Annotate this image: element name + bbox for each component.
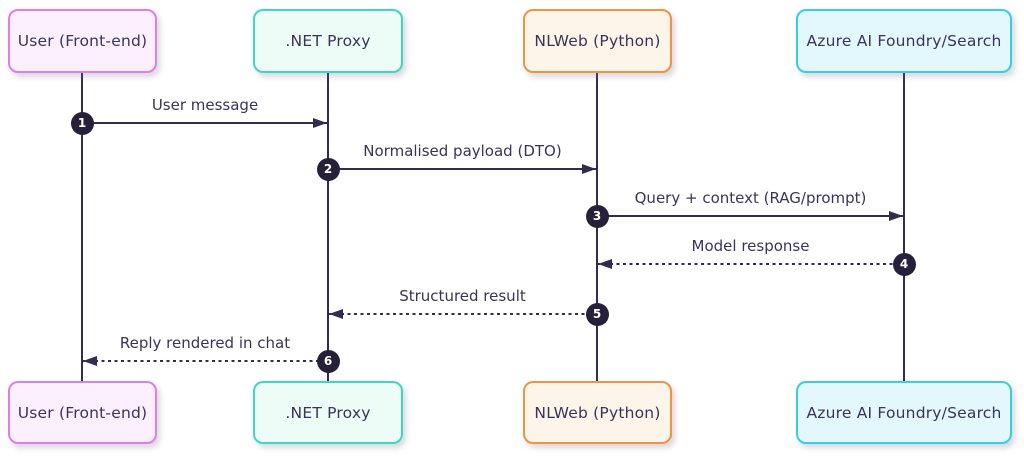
message-label-4: Model response [691,237,810,255]
actor-label: NLWeb (Python) [534,32,661,50]
actor-box-proxy-top: .NET Proxy [253,9,403,73]
actor-label: Azure AI Foundry/Search [806,403,1002,422]
message-label-5: Structured result [399,287,526,305]
actor-box-azure-top: Azure AI Foundry/Search [796,9,1012,73]
message-label-3: Query + context (RAG/prompt) [634,189,867,207]
actor-label: User (Front-end) [17,32,148,50]
message-arrowhead-2 [582,163,596,174]
actor-label: .NET Proxy [285,32,371,50]
message-line-6 [82,359,328,363]
message-label-1: User message [151,96,259,114]
message-arrowhead-6 [83,355,97,366]
message-number-badge-6: 6 [316,349,340,373]
message-line-4 [597,262,904,266]
message-line-5 [328,312,597,316]
lifeline-proxy [326,73,330,381]
message-arrowhead-1 [313,117,327,128]
message-arrowhead-3 [889,210,903,221]
message-label-6: Reply rendered in chat [119,334,291,352]
message-number-badge-5: 5 [585,302,609,326]
actor-box-user-bottom: User (Front-end) [8,381,157,444]
actor-box-nlweb-bottom: NLWeb (Python) [523,381,672,444]
message-number-badge-4: 4 [892,252,916,276]
message-line-1 [82,121,328,125]
actor-box-azure-bottom: Azure AI Foundry/Search [796,381,1012,444]
message-arrowhead-4 [598,258,612,269]
message-arrowhead-5 [329,308,343,319]
actor-label: .NET Proxy [285,403,371,422]
actor-box-nlweb-top: NLWeb (Python) [523,9,672,73]
message-number-badge-1: 1 [70,111,94,135]
message-number-badge-3: 3 [585,204,609,228]
lifeline-user [80,73,84,381]
actor-box-proxy-bottom: .NET Proxy [253,381,403,444]
message-line-2 [328,167,597,171]
actor-label: Azure AI Foundry/Search [806,32,1002,50]
message-label-2: Normalised payload (DTO) [363,142,562,160]
message-line-3 [597,214,904,218]
actor-box-user-top: User (Front-end) [8,9,157,73]
actor-label: NLWeb (Python) [534,403,661,422]
actor-label: User (Front-end) [17,403,148,422]
lifeline-azure [902,73,906,381]
message-number-badge-2: 2 [316,157,340,181]
